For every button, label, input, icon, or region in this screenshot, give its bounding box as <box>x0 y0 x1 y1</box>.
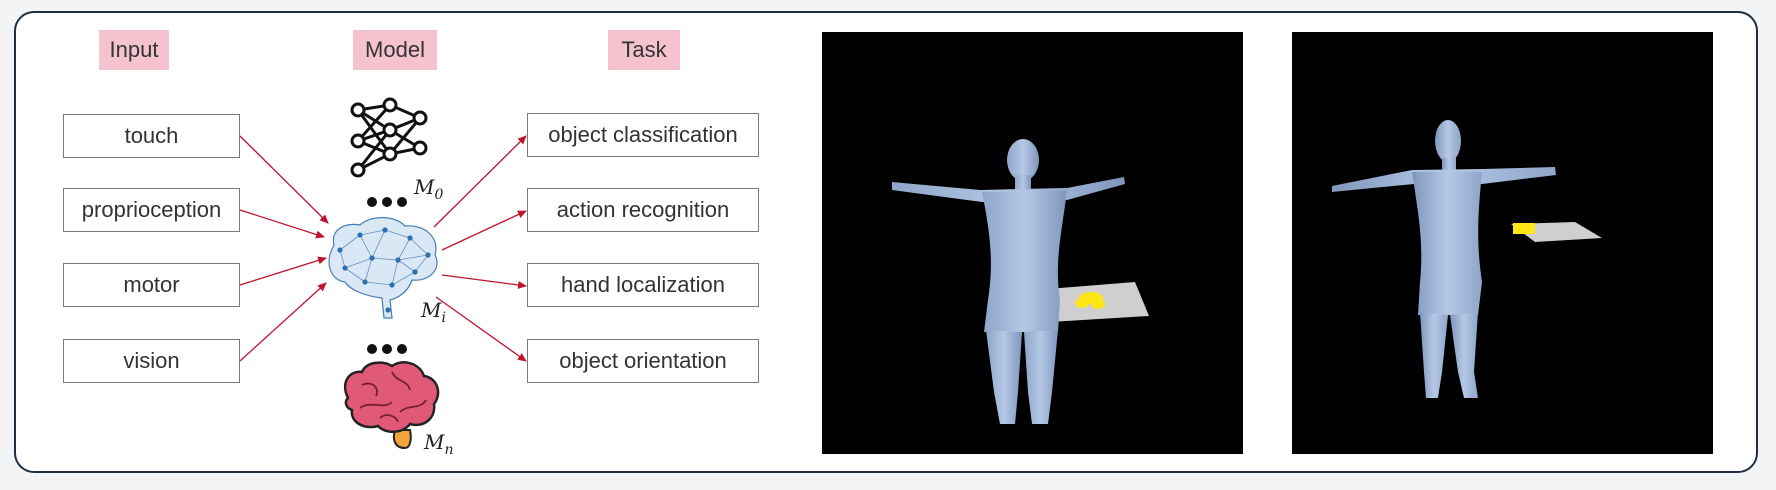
human-body <box>1332 120 1556 398</box>
model-header: Model <box>353 30 437 70</box>
arrow-model-to-hand <box>441 274 527 289</box>
arrow-model-to-orientation <box>435 296 527 362</box>
input-box-vision: vision <box>63 339 240 383</box>
human-figure-scene-left <box>892 139 1149 424</box>
yellow-object <box>1513 223 1535 234</box>
arrow-vision-to-model <box>239 282 327 362</box>
human-body <box>892 139 1125 424</box>
yellow-object <box>1075 292 1105 309</box>
arrow-model-to-classification <box>433 135 527 228</box>
neural-network-icon <box>350 97 428 178</box>
task-box-object-classification: object classification <box>527 113 759 157</box>
task-box-action-recognition: action recognition <box>527 188 759 232</box>
task-box-object-orientation: object orientation <box>527 339 759 383</box>
input-box-touch: touch <box>63 114 240 158</box>
ellipsis-dots-top <box>367 197 407 207</box>
arrow-motor-to-model <box>239 256 327 286</box>
arrow-model-to-action <box>441 210 527 251</box>
input-header: Input <box>99 30 169 70</box>
model-label-mn: Mn <box>424 430 454 458</box>
task-header: Task <box>608 30 680 70</box>
brain-icon <box>343 361 440 450</box>
model-label-m0: M0 <box>414 175 444 203</box>
neural-brain-icon <box>328 217 438 319</box>
render-panel-right <box>1292 32 1713 454</box>
input-box-motor: motor <box>63 263 240 307</box>
arrow-touch-to-model <box>239 135 329 224</box>
task-box-hand-localization: hand localization <box>527 263 759 307</box>
ellipsis-dots-bottom <box>367 344 407 354</box>
input-box-proprioception: proprioception <box>63 188 240 232</box>
render-panel-left <box>822 32 1243 454</box>
human-figure-scene-right <box>1332 120 1602 398</box>
arrow-proprioception-to-model <box>239 209 325 239</box>
model-label-mi: Mi <box>421 298 446 326</box>
